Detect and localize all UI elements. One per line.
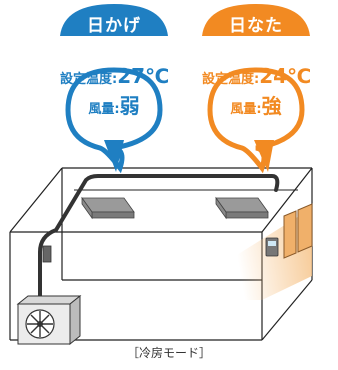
sun-temp-line: 設定温度:24℃ [202, 64, 312, 88]
sun-wind-value: 強 [261, 94, 282, 118]
sun-title: 日なた [229, 16, 283, 36]
shade-bubble [60, 4, 168, 174]
sun-wind-line: 風量:強 [202, 90, 310, 119]
wall-sensor-left [42, 245, 52, 263]
shade-temp-line: 設定温度:27℃ [60, 64, 170, 88]
mode-caption: ［冷房モード］ [126, 346, 211, 360]
ceiling-unit-sun [215, 196, 269, 220]
outdoor-unit [16, 294, 82, 346]
shade-temp-label: 設定温度: [60, 72, 118, 87]
shade-title: 日かげ [87, 16, 141, 36]
remote-controller [265, 237, 279, 257]
window-icon [283, 203, 313, 259]
refrigerant-pipe [38, 174, 280, 302]
sun-bubble [202, 4, 310, 174]
shade-temp-value: 27℃ [117, 64, 170, 88]
sun-wind-label: 風量: [230, 102, 262, 117]
ceiling-unit-shade [81, 196, 135, 220]
sun-temp-label: 設定温度: [202, 72, 260, 87]
sun-temp-value: 24℃ [259, 64, 312, 88]
shade-wind-label: 風量: [88, 102, 120, 117]
shade-wind-value: 弱 [119, 94, 140, 118]
shade-wind-line: 風量:弱 [60, 90, 168, 119]
